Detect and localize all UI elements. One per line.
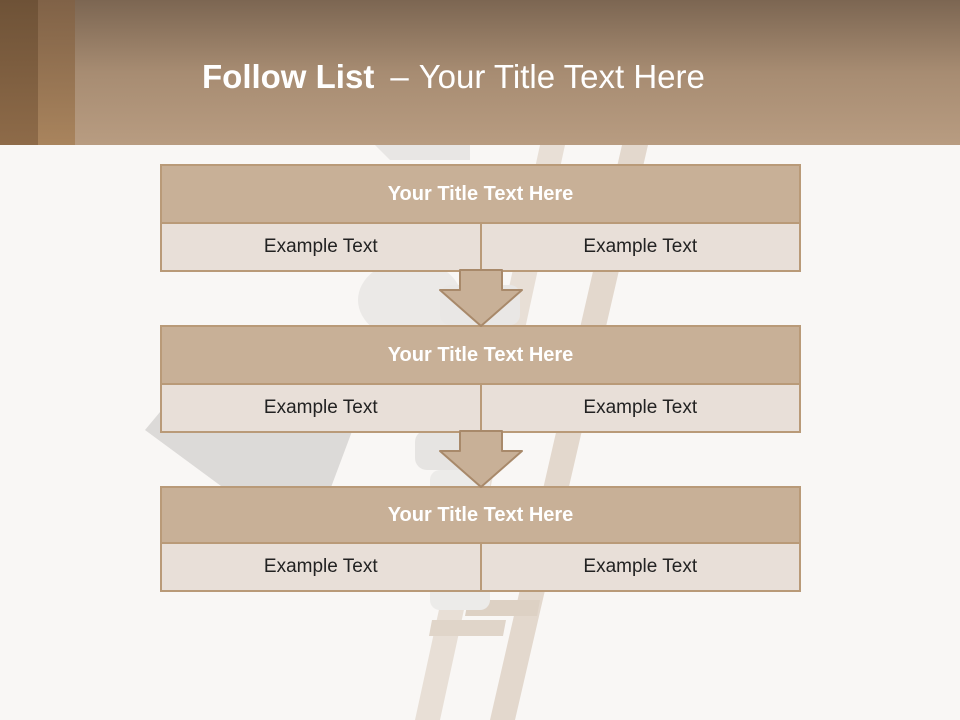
step-cell-left: Example Text	[162, 544, 482, 590]
slide-title: Follow List–Your Title Text Here	[202, 55, 705, 99]
step-cell-left: Example Text	[162, 385, 482, 431]
step-row: Example Text Example Text	[162, 224, 799, 270]
step-row: Example Text Example Text	[162, 385, 799, 431]
accent-stripe	[38, 0, 75, 145]
step-row: Example Text Example Text	[162, 544, 799, 590]
step-cell-right: Example Text	[583, 556, 698, 577]
step-cell-right: Example Text	[583, 397, 698, 418]
slide-title-bold: Follow List	[202, 58, 375, 95]
step-title: Your Title Text Here	[162, 166, 799, 224]
down-arrow-icon	[439, 269, 523, 327]
step-cell-right: Example Text	[583, 236, 698, 257]
accent-stripe	[0, 0, 38, 145]
step-box-3: Your Title Text Here Example Text Exampl…	[160, 486, 801, 592]
step-title: Your Title Text Here	[162, 488, 799, 544]
step-cell-left: Example Text	[162, 224, 482, 270]
slide-title-separator: –	[390, 58, 409, 95]
title-band: Follow List–Your Title Text Here	[0, 0, 960, 145]
down-arrow-icon	[439, 430, 523, 488]
step-box-2: Your Title Text Here Example Text Exampl…	[160, 325, 801, 433]
step-box-1: Your Title Text Here Example Text Exampl…	[160, 164, 801, 272]
step-title: Your Title Text Here	[162, 327, 799, 385]
slide-title-rest: Your Title Text Here	[418, 58, 705, 95]
